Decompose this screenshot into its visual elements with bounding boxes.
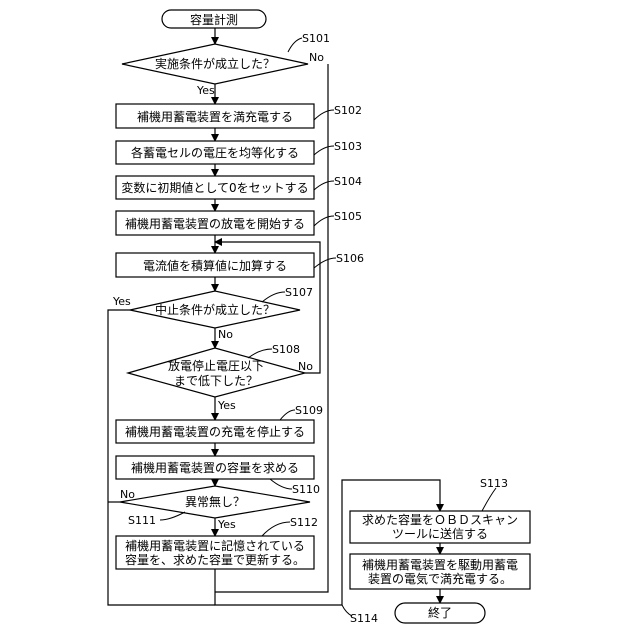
svg-text:中止条件が成立した？: 中止条件が成立した？ bbox=[155, 302, 275, 317]
svg-text:装置の電気で満充電する。: 装置の電気で満充電する。 bbox=[368, 571, 512, 586]
label-s101-yes: Yes bbox=[196, 84, 215, 97]
label-s107-no: No bbox=[218, 328, 233, 341]
process-s105: 補機用蓄電装置の放電を開始する bbox=[116, 211, 314, 235]
process-s106: 電流値を積算値に加算する bbox=[116, 253, 314, 277]
label-s111-no: No bbox=[120, 488, 135, 501]
step-id-s106: S106 bbox=[336, 252, 364, 265]
svg-text:電流値を積算値に加算する: 電流値を積算値に加算する bbox=[143, 258, 287, 273]
label-s111-yes: Yes bbox=[217, 518, 236, 531]
svg-text:補機用蓄電装置の充電を停止する: 補機用蓄電装置の充電を停止する bbox=[125, 424, 305, 439]
svg-text:補機用蓄電装置の放電を開始する: 補機用蓄電装置の放電を開始する bbox=[125, 216, 305, 231]
label-s107-yes: Yes bbox=[112, 295, 131, 308]
step-id-s102: S102 bbox=[334, 104, 362, 117]
svg-text:容量を、求めた容量で更新する。: 容量を、求めた容量で更新する。 bbox=[125, 552, 305, 567]
step-id-s109: S109 bbox=[295, 404, 323, 417]
step-id-s103: S103 bbox=[334, 140, 362, 153]
process-s104: 変数に初期値として0をセットする bbox=[116, 176, 314, 199]
svg-text:変数に初期値として0をセットする: 変数に初期値として0をセットする bbox=[121, 180, 308, 195]
label-s101-no: No bbox=[309, 51, 324, 64]
step-id-s111: S111 bbox=[128, 514, 156, 527]
svg-text:補機用蓄電装置に記憶されている: 補機用蓄電装置に記憶されている bbox=[125, 538, 305, 553]
step-id-s101: S101 bbox=[302, 32, 330, 45]
svg-text:求めた容量をＯＢＤスキャン: 求めた容量をＯＢＤスキャン bbox=[362, 512, 518, 527]
step-id-s110: S110 bbox=[292, 483, 320, 496]
process-s103: 各蓄電セルの電圧を均等化する bbox=[116, 141, 314, 164]
process-s110: 補機用蓄電装置の容量を求める bbox=[116, 456, 314, 479]
step-id-s104: S104 bbox=[334, 175, 362, 188]
svg-text:各蓄電セルの電圧を均等化する: 各蓄電セルの電圧を均等化する bbox=[131, 145, 299, 160]
label-s108-yes: Yes bbox=[217, 399, 236, 412]
svg-text:容量計測: 容量計測 bbox=[190, 12, 238, 27]
svg-text:放電停止電圧以下: 放電停止電圧以下 bbox=[168, 358, 264, 373]
label-s108-no: No bbox=[298, 360, 313, 373]
end-terminal: 終了 bbox=[395, 603, 485, 623]
process-s114: 補機用蓄電装置を駆動用蓄電 装置の電気で満充電する。 bbox=[350, 554, 530, 589]
decision-s107: 中止条件が成立した？ bbox=[130, 291, 300, 328]
step-id-s113: S113 bbox=[480, 477, 508, 490]
step-id-s114: S114 bbox=[350, 612, 378, 625]
process-s109: 補機用蓄電装置の充電を停止する bbox=[116, 420, 314, 443]
svg-text:補機用蓄電装置を満充電する: 補機用蓄電装置を満充電する bbox=[137, 109, 293, 124]
svg-text:実施条件が成立した？: 実施条件が成立した？ bbox=[155, 56, 275, 71]
svg-text:終了: 終了 bbox=[428, 605, 452, 620]
process-s112: 補機用蓄電装置に記憶されている 容量を、求めた容量で更新する。 bbox=[116, 536, 314, 569]
svg-text:異常無し？: 異常無し？ bbox=[185, 494, 245, 509]
svg-text:ツールに送信する: ツールに送信する bbox=[392, 526, 488, 541]
svg-text:補機用蓄電装置の容量を求める: 補機用蓄電装置の容量を求める bbox=[131, 460, 299, 475]
step-id-s112: S112 bbox=[290, 516, 318, 529]
process-s102: 補機用蓄電装置を満充電する bbox=[116, 104, 314, 128]
svg-text:まで低下した？: まで低下した？ bbox=[174, 374, 258, 388]
step-id-s108: S108 bbox=[272, 343, 300, 356]
step-id-s105: S105 bbox=[334, 210, 362, 223]
svg-text:補機用蓄電装置を駆動用蓄電: 補機用蓄電装置を駆動用蓄電 bbox=[362, 557, 518, 572]
process-s113: 求めた容量をＯＢＤスキャン ツールに送信する bbox=[350, 511, 530, 543]
step-id-s107: S107 bbox=[285, 286, 313, 299]
start-terminal: 容量計測 bbox=[162, 10, 266, 28]
decision-s101: 実施条件が成立した？ bbox=[122, 44, 308, 84]
